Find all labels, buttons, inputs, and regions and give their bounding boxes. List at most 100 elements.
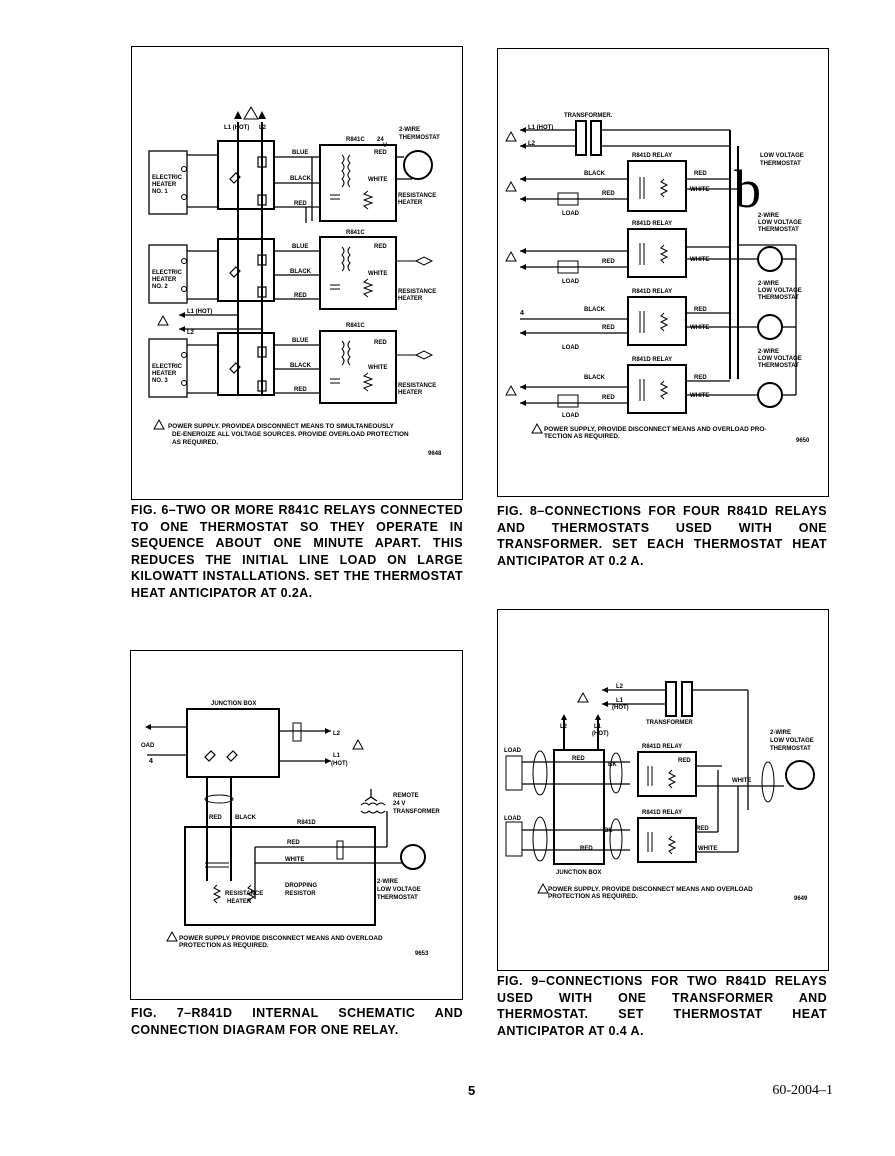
figure-8-caption-text: CONNECTIONS FOR FOUR R841D RELAYS AND TH… [497,504,827,568]
fig9-note-line1: POWER SUPPLY. PROVIDE DISCONNECT MEANS A… [548,886,753,893]
figure-6-diagram: L1 (HOT) L2 ELECTRIC HEATER NO. 1 ELECTR… [131,46,463,500]
fig8-relay1-label: R841D RELAY [632,153,672,159]
fig8-thermo2-l3: THERMOSTAT [758,295,799,301]
fig7-remote-1: REMOTE [393,793,419,799]
fig6-heater2-line3: NO. 2 [152,284,168,290]
fig7-hot-label: (HOT) [331,761,348,767]
fig9-junction-label: JUNCTION BOX [556,870,601,876]
fig8-relay3-red: RED [694,307,707,313]
fig8-load-3: LOAD [562,345,580,351]
fig7-black-top: BLACK [235,815,257,821]
fig8-red-3: RED [602,325,615,331]
fig7-remote-3: TRANSFORMER [393,809,440,815]
figure-9-number: FIG. 9– [497,974,546,988]
fig6-heater1-line3: NO. 1 [152,189,168,195]
fig6-relay1-volt-unit: V [383,143,387,149]
fig9-thermo-2: LOW VOLTAGE [770,738,814,744]
fig7-l1-label: L1 [333,753,341,759]
fig6-code: 9648 [428,451,442,457]
figure-7-diagram: JUNCTION BOX OAD 4 L2 L1 (HOT) RED BLACK… [130,650,463,1000]
fig8-note-line1: POWER SUPPLY, PROVIDE DISCONNECT MEANS A… [544,426,767,433]
fig9-note-line2: PROTECTION AS REQUIRED. [548,893,638,900]
figure-7-caption-text: R841D INTERNAL SCHEMATIC AND CONNECTION … [131,1006,463,1037]
fig8-thermo1-l2: LOW VOLTAGE [758,220,802,226]
fig8-relay4-label: R841D RELAY [632,357,672,363]
fig9-white-2: WHITE [698,846,717,852]
figure-7-number: FIG. 7– [131,1006,192,1020]
figure-9-caption: FIG. 9–CONNECTIONS FOR TWO R841D RELAYS … [497,973,827,1039]
fig6-wire-blue-2: BLUE [292,244,308,250]
fig6-heater3-line1: ELECTRIC [152,364,183,370]
fig8-red-4: RED [602,395,615,401]
fig7-remote-2: 24 V [393,801,405,807]
fig6-res-heater-3b: HEATER [398,390,423,396]
fig8-big-b: b [734,159,761,219]
fig8-relay4-red: RED [694,375,707,381]
fig9-relay2-label: R841D RELAY [642,810,682,816]
fig6-relay1-voltage: 24 [377,137,384,143]
figure-9-caption-text: CONNECTIONS FOR TWO R841D RELAYS USED WI… [497,974,828,1038]
fig6-relay2-label: R841C [346,230,365,236]
fig8-black-3: BLACK [584,307,606,313]
fig8-thermo1-l3: THERMOSTAT [758,227,799,233]
figure-7-caption: FIG. 7–R841D INTERNAL SCHEMATIC AND CONN… [131,1005,463,1038]
figure-8-diagram: TRANSFORMER. L1 (HOT) L2 R841D RELAY R84… [497,48,829,497]
fig6-wire-red-1: RED [294,201,307,207]
fig6-relay1-white: WHITE [368,177,387,183]
fig6-thermostat-line2: THERMOSTAT [399,135,440,141]
fig8-top-thermo-1: LOW VOLTAGE [760,153,804,159]
fig6-res-heater-2b: HEATER [398,296,423,302]
fig6-wire-black-3: BLACK [290,363,312,369]
fig6-heater1-line1: ELECTRIC [152,175,183,181]
fig8-load-2: LOAD [562,279,580,285]
fig6-l2-label: L2 [259,125,267,131]
fig9-relay1-label: R841D RELAY [642,744,682,750]
fig8-thermo3-l3: THERMOSTAT [758,363,799,369]
fig8-relay4-white: WHITE [690,393,709,399]
fig9-red-2: RED [580,846,593,852]
fig9-thermo-3: THERMOSTAT [770,746,811,752]
fig7-thermo-1: 2-WIRE [377,879,398,885]
fig9-transformer-label: TRANSFORMER [646,720,693,726]
fig9-thermo-1: 2-WIRE [770,730,791,736]
fig9-bk-2: BK [604,828,613,834]
fig6-relay2-white: WHITE [368,271,387,277]
figure-6-caption-text: TWO OR MORE R841C RELAYS CONNECTED TO ON… [131,503,463,600]
fig8-four-marker: 4 [520,310,524,317]
fig7-note-line2: PROTECTION AS REQUIRED. [179,942,269,949]
fig6-res-heater-2a: RESISTANCE [398,289,436,295]
fig6-wire-blue-1: BLUE [292,150,308,156]
fig6-wire-blue-3: BLUE [292,338,308,344]
fig6-wire-red-3: RED [294,387,307,393]
figure-6-caption: FIG. 6–TWO OR MORE R841C RELAYS CONNECTE… [131,502,463,601]
fig9-bk-1: BK [608,762,617,768]
fig6-heater3-line2: HEATER [152,371,177,377]
fig8-thermo3-l1: 2-WIRE [758,349,779,355]
fig7-junction-label: JUNCTION BOX [211,701,256,707]
fig9-l1-top: L1 [616,698,624,704]
fig6-thermostat-line1: 2-WIRE [399,127,420,133]
fig8-relay1-white: WHITE [690,187,709,193]
fig6-heater3-line3: NO. 3 [152,378,168,384]
fig6-res-heater-1a: RESISTANCE [398,193,436,199]
fig6-l1-label: L1 (HOT) [224,125,249,131]
fig7-load-label: OAD [141,743,155,749]
fig8-thermo2-l1: 2-WIRE [758,281,779,287]
fig6-wire-black-2: BLACK [290,269,312,275]
fig8-load-4: LOAD [562,413,580,419]
fig8-relay3-white: WHITE [690,325,709,331]
figure-8-caption: FIG. 8–CONNECTIONS FOR FOUR R841D RELAYS… [497,503,827,569]
fig7-l2-label: L2 [333,731,341,737]
fig6-relay3-label: R841C [346,323,365,329]
fig6-res-heater-1b: HEATER [398,200,423,206]
fig6-heater2-line2: HEATER [152,277,177,283]
fig8-red-1: RED [602,191,615,197]
fig9-relay2-red: RED [696,826,709,832]
fig8-load-1: LOAD [562,211,580,217]
fig7-dropping-2: RESISTOR [285,891,316,897]
document-number: 60-2004–1 [772,1083,833,1098]
figure-6-number: FIG. 6– [131,503,177,517]
fig9-white-1: WHITE [732,778,751,784]
fig6-wire-black-1: BLACK [290,176,312,182]
fig9-load-2: LOAD [504,816,522,822]
